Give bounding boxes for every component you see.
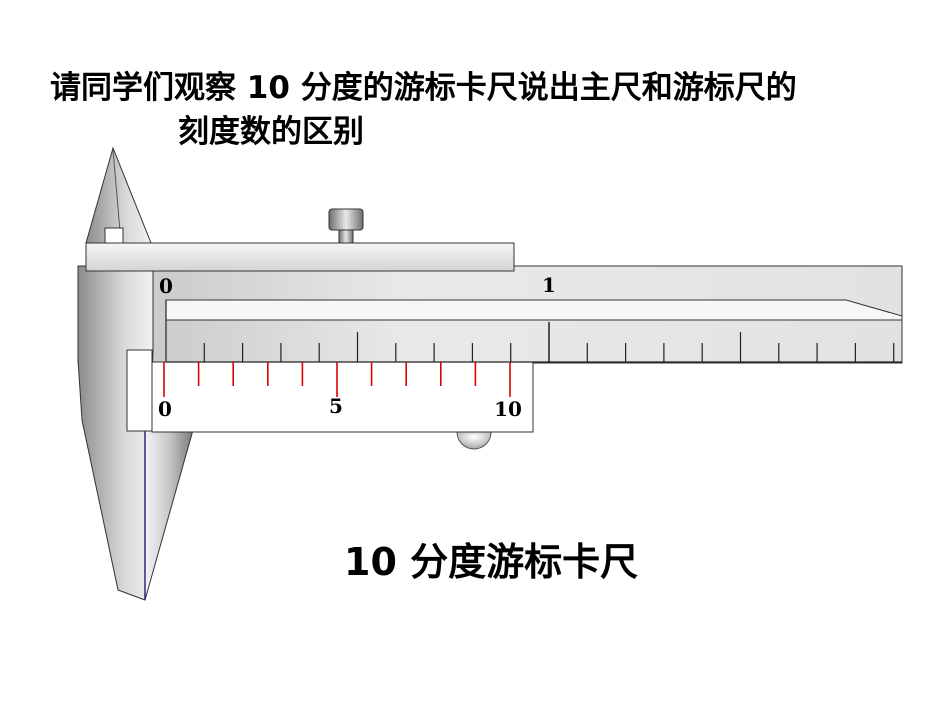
depth-rod-slot — [165, 299, 903, 321]
title-line-1: 请同学们观察 10 分度的游标卡尺说出主尺和游标尺的 — [50, 70, 797, 106]
vernier-label-0: 0 — [158, 397, 172, 421]
main-scale-label-1: 1 — [542, 273, 556, 297]
vernier-label-5: 5 — [329, 394, 343, 418]
vernier-scale-ticks — [163, 362, 511, 397]
page-title: 请同学们观察 10 分度的游标卡尺说出主尺和游标尺的 刻度数的区别 — [50, 66, 930, 154]
vernier-label-10: 10 — [494, 397, 522, 421]
vernier-plate — [151, 361, 534, 433]
thumb-wheel — [456, 431, 492, 450]
jaw-window — [126, 349, 153, 432]
locking-screw-head — [328, 208, 364, 231]
caption: 10 分度游标卡尺 — [344, 540, 639, 584]
main-scale-ticks — [203, 322, 895, 362]
slider-top — [85, 242, 515, 272]
lower-fixed-jaw — [77, 265, 154, 601]
title-line-2: 刻度数的区别 — [178, 114, 364, 150]
upper-jaw-notch — [104, 227, 124, 244]
main-scale-label-0: 0 — [159, 274, 173, 298]
locking-screw-stem — [338, 229, 354, 244]
